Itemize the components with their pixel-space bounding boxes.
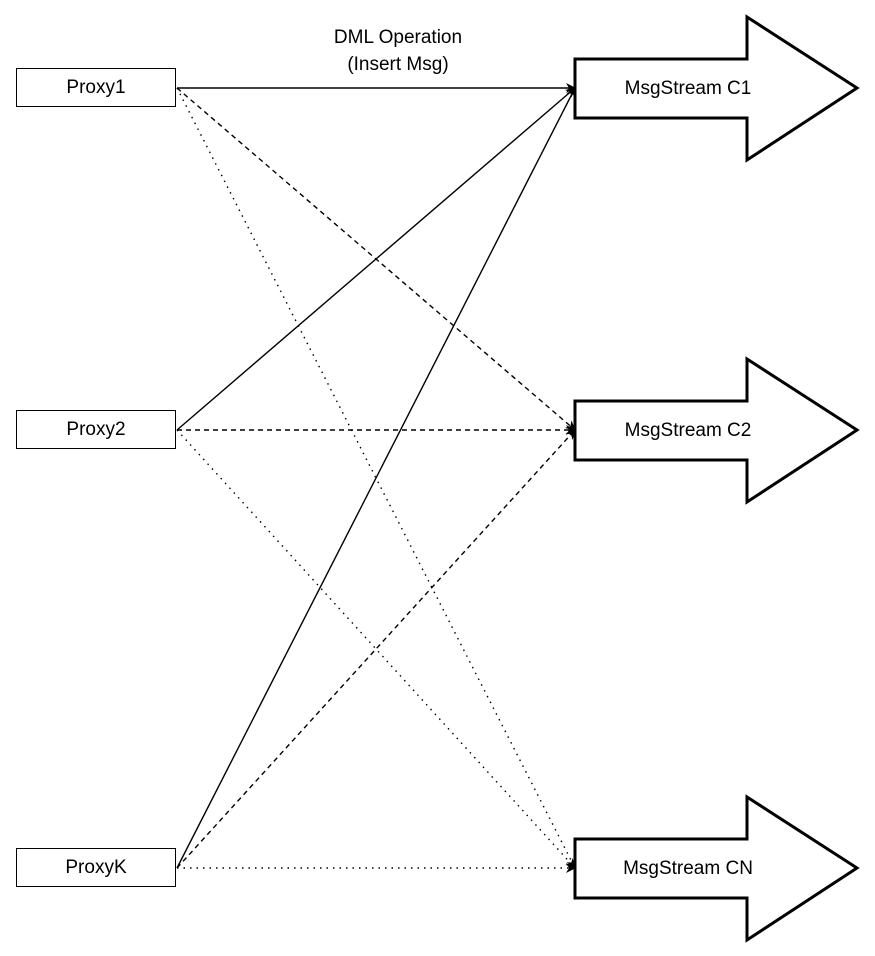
proxy-node-1[interactable]: Proxy1: [16, 68, 176, 107]
proxy-node-k[interactable]: ProxyK: [16, 848, 176, 887]
stream-label-c1: MsgStream C1: [624, 78, 752, 99]
msgstream-arrow-c2[interactable]: [573, 356, 860, 505]
msgstream-arrow-cn[interactable]: [573, 794, 860, 943]
proxy-node-2[interactable]: Proxy2: [16, 410, 176, 449]
edge-label-dml-operation: DML Operation (Insert Msg): [300, 24, 496, 78]
edge-proxy2-to-cn: [176, 429, 576, 869]
edge-label-line2: (Insert Msg): [347, 54, 449, 75]
stream-label-c2: MsgStream C2: [624, 420, 752, 441]
edge-proxy2-to-c1: [176, 87, 576, 431]
proxy-label: Proxy2: [66, 418, 126, 440]
stream-label-cn: MsgStream CN: [623, 858, 753, 879]
msgstream-arrow-c1[interactable]: [573, 14, 860, 163]
proxy-label: Proxy1: [66, 76, 126, 98]
edge-label-line1: DML Operation: [333, 27, 463, 48]
edge-proxy3-to-c1: [176, 87, 576, 869]
proxy-label: ProxyK: [65, 856, 127, 878]
